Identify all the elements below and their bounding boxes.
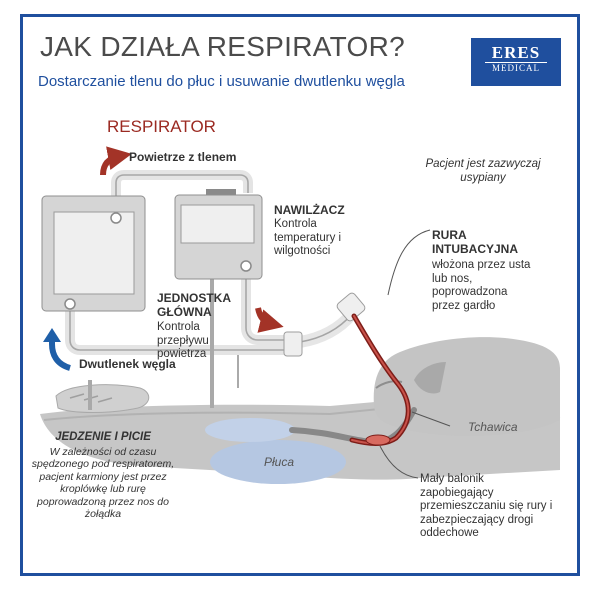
feeding-title: JEDZENIE I PICIE (55, 431, 151, 443)
eres-medical-logo: ERES MEDICAL (471, 38, 561, 86)
main-unit-title: JEDNOSTKA GŁÓWNA (157, 291, 231, 320)
humidifier-desc: Kontrola temperatury i wilgotności (274, 218, 342, 258)
oxygen-air-label: Powietrze z tlenem (129, 150, 237, 164)
logo-text-line2: MEDICAL (492, 63, 540, 73)
balloon-note: Mały balonik zapobiegający przemieszczan… (420, 473, 553, 540)
co2-flow-arrow-icon (49, 340, 71, 371)
humidifier-unit (174, 189, 263, 280)
lung-upper-shape (205, 418, 295, 442)
main-unit-desc: Kontrola przepływu powietrza (157, 321, 209, 361)
outlet-port-icon (110, 212, 122, 224)
lungs-shape (210, 440, 346, 484)
humidifier-title: NAWILŻACZ (274, 203, 345, 217)
oxygen-flow-arrow-icon (100, 146, 132, 176)
humidified-flow-arrow-icon (255, 307, 284, 333)
logo-divider (485, 62, 547, 63)
patient-note: Pacjent jest zazwyczaj usypiany (425, 158, 541, 184)
intubation-tube-title: RURA INTUBACYJNA (432, 228, 519, 257)
carbon-dioxide-label: Dwutlenek węgla (79, 357, 176, 371)
humidifier-port-icon (240, 260, 252, 272)
respirator-heading: RESPIRATOR (107, 117, 216, 136)
trachea-label: Tchawica (468, 420, 518, 434)
balloon-cuff (365, 434, 391, 446)
inlet-port-icon (64, 298, 76, 310)
lungs-label: Płuca (264, 455, 295, 469)
feeding-desc: W zależności od czasu spędzonego pod res… (31, 446, 175, 520)
logo-text-line1: ERES (491, 43, 541, 62)
page-title: JAK DZIAŁA RESPIRATOR? (40, 31, 406, 62)
y-connector (283, 331, 303, 357)
air-hoses (65, 170, 366, 357)
page-subtitle: Dostarczanie tlenu do płuc i usuwanie dw… (38, 73, 405, 90)
main-unit (41, 195, 214, 410)
tube-connector (336, 292, 366, 322)
intubation-tube-desc: włożona przez usta lub nos, poprowadzona… (432, 259, 531, 312)
